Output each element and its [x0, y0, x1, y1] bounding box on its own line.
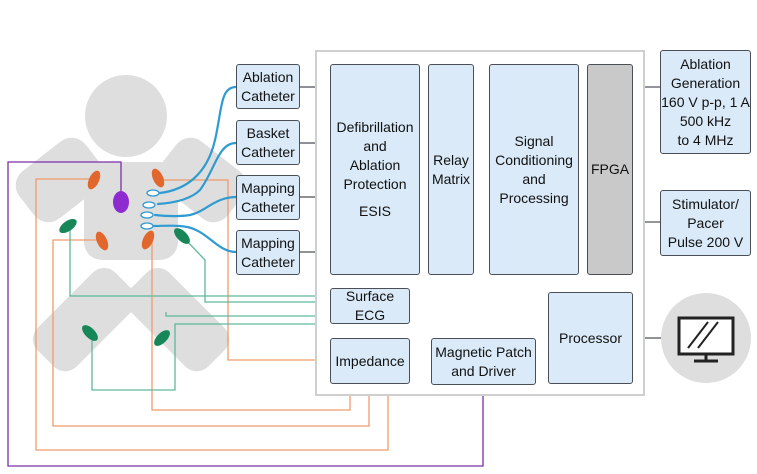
esis-label: ESIS [359, 203, 391, 219]
ablation-generation-block: Ablation Generation 160 V p-p, 1 A 500 k… [660, 50, 751, 154]
monitor-icon [661, 293, 751, 383]
impedance-block: Impedance [330, 338, 410, 384]
electrode-green [154, 330, 170, 346]
defibrillation-ablation-protection-block: Defibrillation and Ablation Protection E… [330, 64, 420, 275]
electrode-orange [151, 168, 165, 188]
signal-conditioning-block: Signal Conditioning and Processing [489, 64, 579, 275]
surface-ecg-block: Surface ECG [330, 288, 410, 324]
ablation-catheter-box: Ablation Catheter [236, 64, 300, 109]
electrode-orange [95, 231, 109, 251]
electrode-orange [87, 170, 101, 190]
stimulator-pacer-block: Stimulator/ Pacer Pulse 200 V [660, 190, 751, 256]
mapping-catheter-box: Mapping Catheter [236, 175, 300, 220]
electrode-green [82, 325, 98, 341]
electrode-orange [141, 230, 155, 250]
chest-electrode-purple [113, 191, 129, 213]
basket-catheter-box: Basket Catheter [236, 120, 300, 165]
processor-block: Processor [548, 292, 633, 384]
electrode-green [59, 218, 77, 234]
mapping-catheter-box: Mapping Catheter [236, 230, 300, 275]
electrode-green [174, 228, 190, 244]
patient-body-icon [15, 75, 247, 372]
magnetic-patch-driver-block: Magnetic Patch and Driver [431, 338, 536, 385]
defib-label: Defibrillation and Ablation Protection [336, 119, 414, 192]
relay-matrix-block: Relay Matrix [428, 64, 474, 275]
fpga-block: FPGA [587, 64, 633, 275]
